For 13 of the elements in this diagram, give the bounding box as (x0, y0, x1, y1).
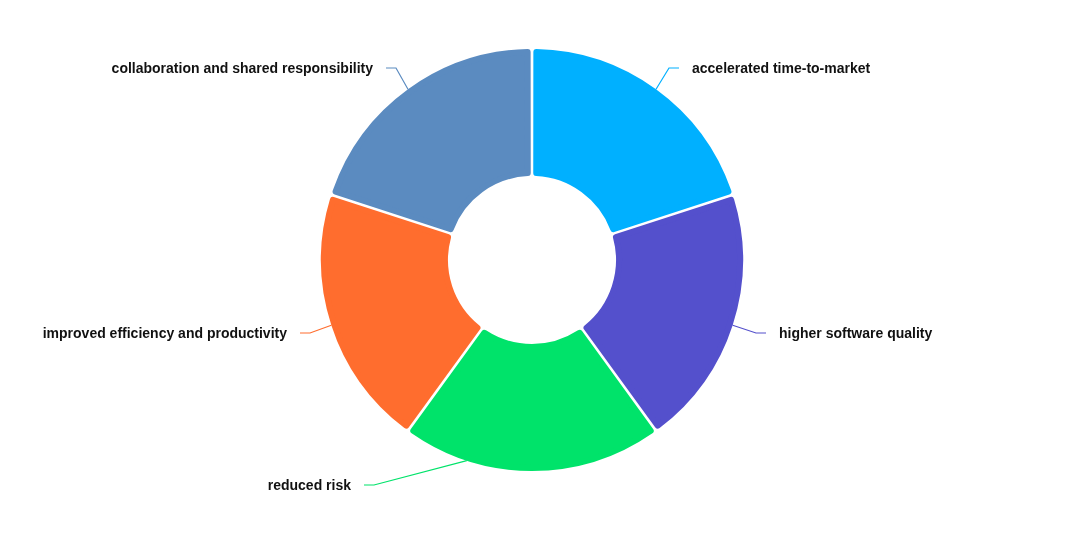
leader-line (655, 67, 680, 90)
donut-segment (583, 196, 743, 429)
leader-line (732, 324, 767, 334)
segment-label: reduced risk (267, 476, 351, 494)
segment-label: collaboration and shared responsibility (111, 59, 373, 77)
segment-label: higher software quality (779, 324, 933, 342)
leader-line (385, 67, 409, 90)
leader-line (299, 324, 332, 334)
donut-segment (410, 329, 654, 471)
donut-segment (321, 196, 481, 429)
segment-label: accelerated time-to-market (692, 59, 871, 77)
leader-line (363, 460, 468, 486)
segment-label: improved efficiency and productivity (42, 324, 287, 342)
